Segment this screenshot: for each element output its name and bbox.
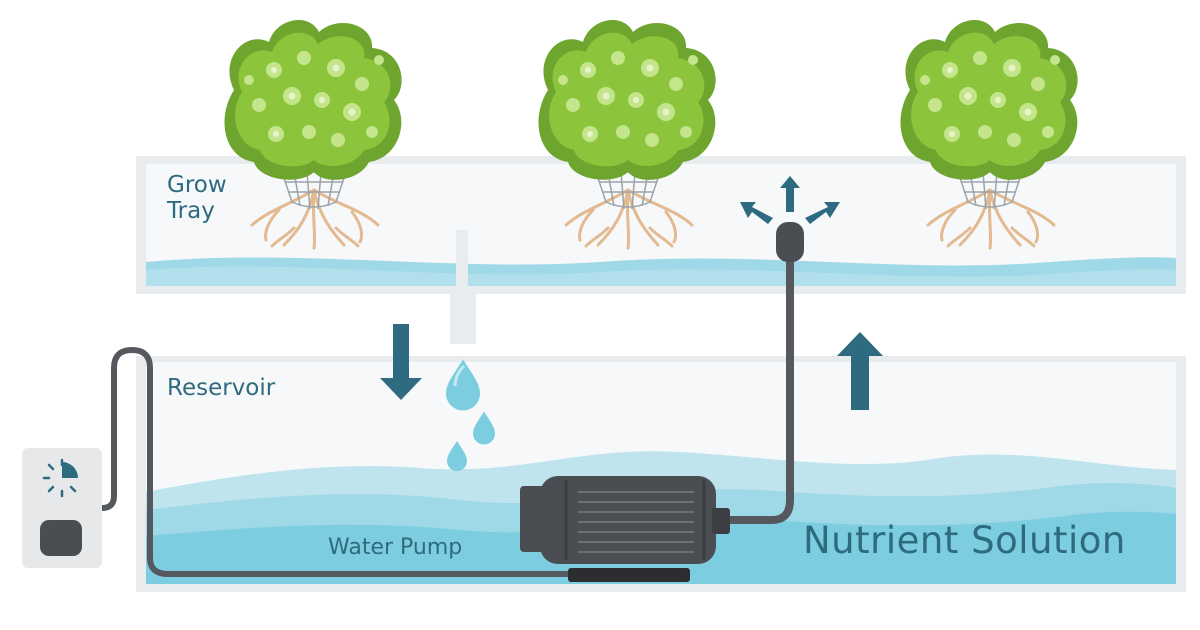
reservoir-tank bbox=[136, 356, 1186, 592]
spray-arrows bbox=[740, 176, 840, 224]
water-pump bbox=[520, 476, 730, 582]
up-arrow-icon bbox=[837, 332, 883, 410]
timer-icon bbox=[42, 458, 78, 498]
power-plug bbox=[40, 520, 82, 556]
timer-outlet bbox=[22, 448, 102, 568]
sprayer-head bbox=[776, 222, 804, 262]
reservoir-label: Reservoir bbox=[167, 375, 276, 401]
grow-tray-label: Grow Tray bbox=[167, 172, 227, 225]
water-pump-label: Water Pump bbox=[328, 535, 463, 560]
supply-hose bbox=[724, 258, 794, 524]
grow-tray-label-line1: Grow bbox=[167, 172, 227, 198]
nutrient-solution-label: Nutrient Solution bbox=[803, 519, 1126, 562]
grow-tray-label-line2: Tray bbox=[167, 198, 215, 225]
drain-pipe bbox=[450, 230, 476, 344]
down-arrow-icon bbox=[380, 324, 422, 400]
